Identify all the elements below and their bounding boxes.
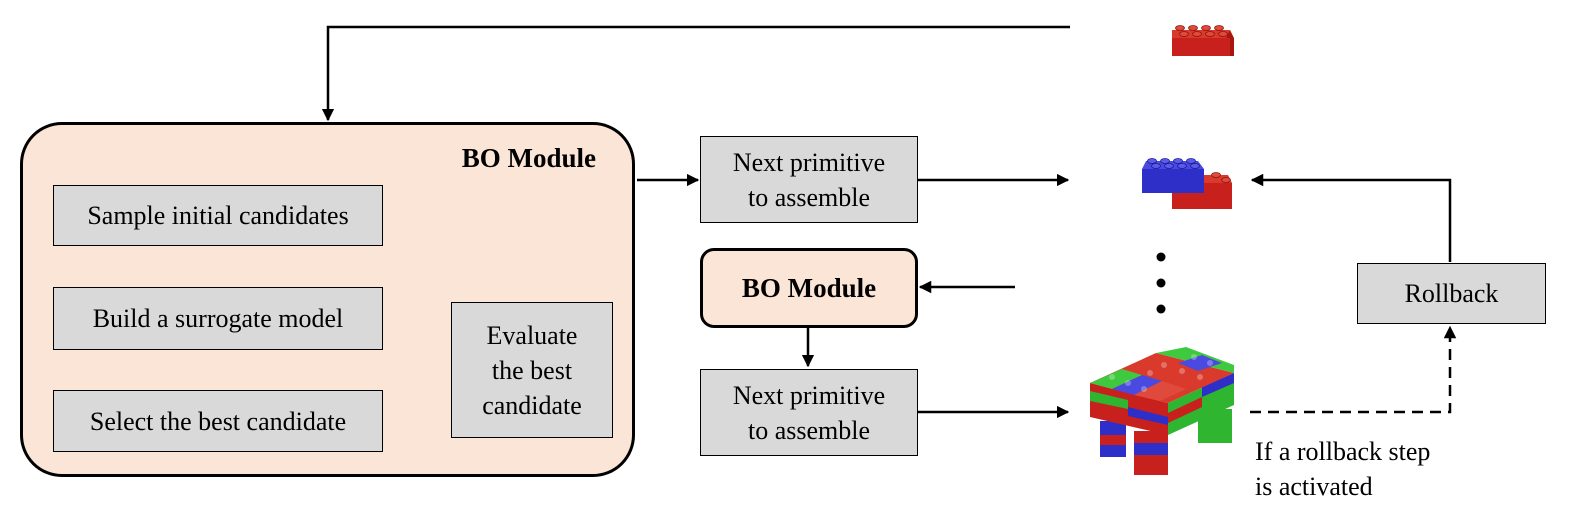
rollback-dashed-arrow: [1250, 325, 1457, 414]
next-primitive-line: to assemble: [747, 182, 870, 212]
bo-module-title: BO Module: [461, 143, 596, 173]
feedback-arrow: [321, 25, 1070, 122]
evaluate-box: Evaluate the best candidate: [451, 302, 613, 438]
select-best-label: Select the best candidate: [89, 406, 347, 436]
ellipsis-dot: [1156, 278, 1166, 288]
rollback-caption: If a rollback step is activated: [1255, 434, 1430, 504]
select-best-box: Select the best candidate: [53, 390, 383, 452]
evaluate-label-line: candidate: [482, 390, 582, 420]
next-primitive-line: Next primitive: [732, 147, 886, 177]
sample-candidates-label: Sample initial candidates: [87, 201, 349, 230]
rollback-caption-line: is activated: [1255, 472, 1373, 501]
evaluate-label-line: the best: [491, 355, 573, 385]
ellipsis-dot: [1156, 252, 1166, 262]
two-brick-stack-icon: [1142, 158, 1232, 209]
rollback-caption-line: If a rollback step: [1255, 437, 1431, 466]
evaluate-label-line: Evaluate: [486, 320, 578, 350]
rollback-box: Rollback: [1357, 263, 1546, 324]
assembled-structure-icon: [1090, 347, 1234, 475]
bo-module-small: BO Module: [700, 248, 918, 328]
sample-candidates-box: Sample initial candidates: [53, 185, 383, 246]
rollback-to-brick-arrow: [1250, 173, 1452, 262]
ellipsis-dot: [1156, 304, 1166, 314]
next-primitive-line: to assemble: [747, 415, 870, 445]
red-brick-icon: [1172, 25, 1234, 56]
bo-module-small-label: BO Module: [741, 272, 877, 303]
next-primitive-box-2: Next primitive to assemble: [700, 369, 918, 456]
build-surrogate-label: Build a surrogate model: [92, 304, 344, 333]
build-surrogate-box: Build a surrogate model: [53, 287, 383, 350]
next-primitive-box: Next primitive to assemble: [700, 136, 918, 223]
rollback-label: Rollback: [1404, 279, 1499, 308]
next-primitive-line: Next primitive: [732, 380, 886, 410]
